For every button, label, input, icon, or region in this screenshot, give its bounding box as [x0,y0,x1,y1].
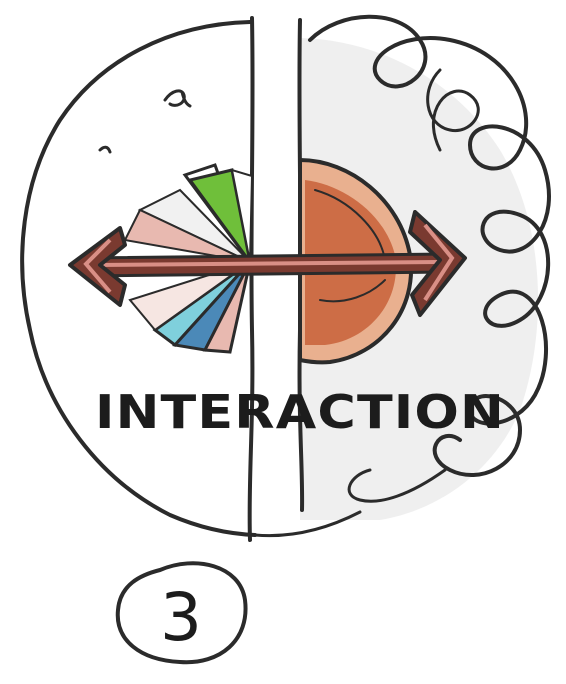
mark-b [100,147,110,152]
step-number: 3 [160,579,202,656]
caption-text: INTERACTION [95,385,505,439]
step-marker: 3 [118,563,246,662]
divider-left-line [250,18,253,540]
mark-a [165,91,190,106]
